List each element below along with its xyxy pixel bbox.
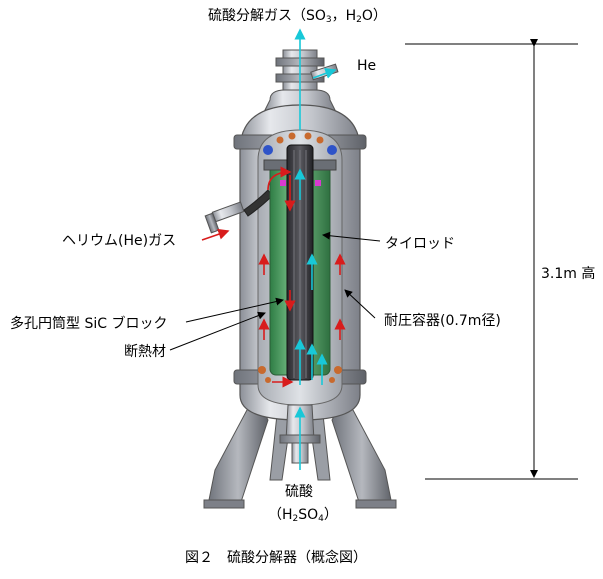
figure-caption: 図２ 硫酸分解器（概念図） xyxy=(185,550,367,566)
flange-bolts xyxy=(258,132,342,383)
pressure-vessel-label: 耐圧容器(0.7m径) xyxy=(384,313,501,329)
top-outlet-label: 硫酸分解ガス（SO3，H2O） xyxy=(208,8,387,25)
helium-outlet-label: He xyxy=(357,58,377,74)
tie-rod-label: タイロッド xyxy=(385,236,455,252)
insulation-label: 断熱材 xyxy=(124,344,166,360)
helium-gas-label: ヘリウム(He)ガス xyxy=(62,233,177,249)
h2so4-label: （H2SO4） xyxy=(268,507,338,524)
top-outlet-pipe xyxy=(264,49,339,111)
leader-lines xyxy=(169,231,381,351)
sulfuric-acid-flow-arrows xyxy=(294,28,337,470)
helium-inlet-pipe xyxy=(204,189,273,234)
height-dimension xyxy=(405,39,578,480)
helium-flow-arrows xyxy=(201,166,346,388)
sic-block-label: 多孔円筒型 SiC ブロック xyxy=(10,316,168,332)
sulfuric-acid-label: 硫酸 xyxy=(285,484,313,500)
height-label: 3.1m 高 xyxy=(540,266,597,282)
